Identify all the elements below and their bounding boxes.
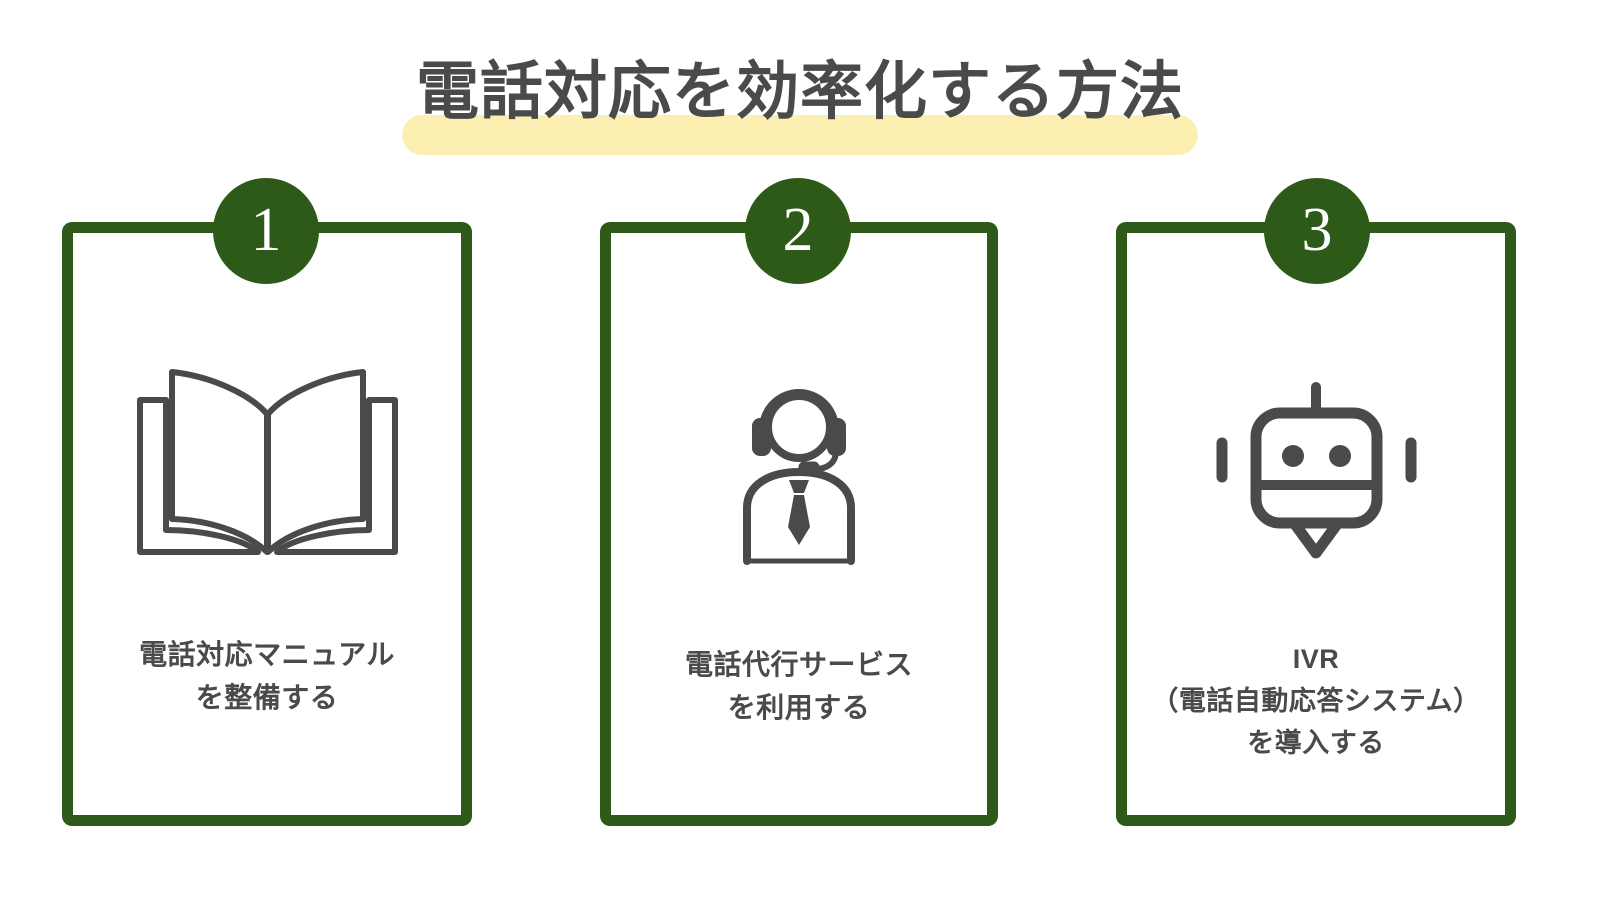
- open-book-icon: [130, 357, 405, 567]
- title-highlight-bar: [402, 114, 1198, 155]
- step-card-3-label-line2: （電話自動応答システム）: [1151, 685, 1481, 716]
- robot-chatbot-icon: [1194, 377, 1439, 567]
- step-card-2-label-line2: を利用する: [727, 692, 871, 724]
- step-card-1-label-line1: 電話対応マニュアル: [139, 639, 395, 670]
- step-card-3-label: IVR （電話自動応答システム） を導入する: [1151, 639, 1480, 765]
- step-card-2-label: 電話代行サービス を利用する: [685, 643, 913, 730]
- steps-container: 1 電話対応マニュアル を整備する 2: [0, 178, 1600, 846]
- step-number-1: 1: [250, 196, 282, 264]
- step-number-2: 2: [782, 196, 814, 264]
- step-card-3-label-line1: IVR: [1292, 644, 1340, 674]
- page-title: 電話対応を効率化する方法: [0, 42, 1600, 155]
- step-card-3-body: IVR （電話自動応答システム） を導入する: [1116, 222, 1516, 826]
- step-card-1-label: 電話対応マニュアル を整備する: [139, 633, 395, 720]
- step-number-3: 3: [1301, 196, 1333, 264]
- step-card-1-body: 電話対応マニュアル を整備する: [62, 222, 472, 826]
- step-number-badge-2: 2: [745, 178, 851, 284]
- headset-operator-icon: [724, 372, 874, 567]
- step-card-2-body: 電話代行サービス を利用する: [600, 222, 998, 826]
- step-card-2-label-line1: 電話代行サービス: [684, 649, 913, 680]
- title-text: 電話対応を効率化する方法: [416, 56, 1184, 127]
- step-card-1-label-line2: を整備する: [195, 682, 339, 714]
- step-number-badge-1: 1: [213, 178, 319, 284]
- step-number-badge-3: 3: [1264, 178, 1370, 284]
- step-card-3-label-line3: を導入する: [1247, 727, 1385, 758]
